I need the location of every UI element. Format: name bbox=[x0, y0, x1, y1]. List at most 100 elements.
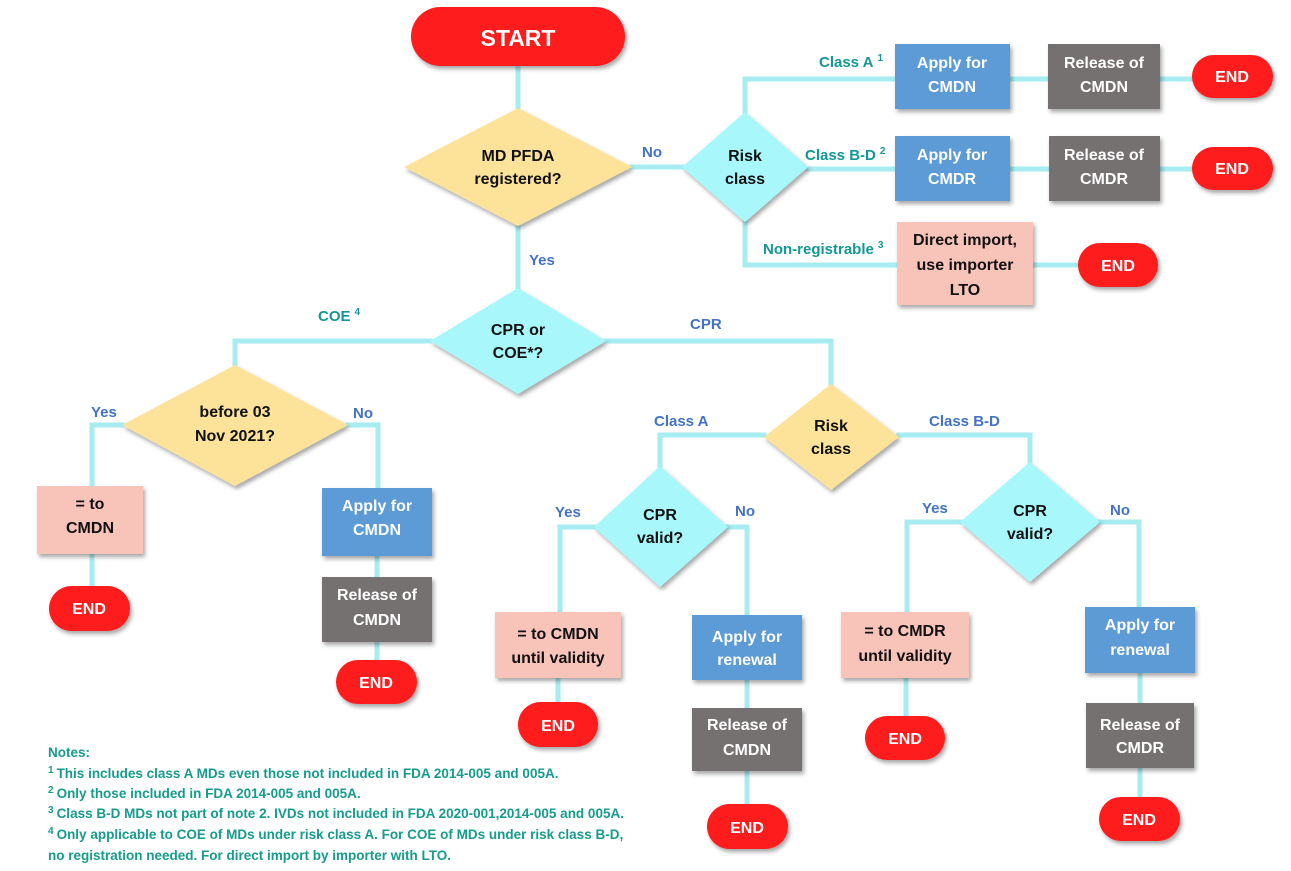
label-valid-a-yes: Yes bbox=[555, 504, 581, 521]
decision-risk-class-cpr-shape bbox=[764, 384, 899, 490]
process-equal-cmdr-until-validity-line1: = to CMDR bbox=[864, 623, 946, 640]
process-release-cmdr-top-line1: Release of bbox=[1064, 147, 1145, 164]
process-renewal-bd-shape bbox=[1085, 607, 1195, 673]
note-1-text: This includes class A MDs even those not… bbox=[57, 766, 559, 781]
end-terminal-9-label: END bbox=[1122, 812, 1156, 829]
connector-risk-cpr-class-a bbox=[657, 432, 767, 469]
note-4-sup: 4 bbox=[48, 826, 54, 837]
connector-valid-bd-yes bbox=[904, 519, 963, 615]
note-2-text: Only those included in FDA 2014-005 and … bbox=[57, 786, 361, 801]
end-terminal-7: END bbox=[707, 804, 788, 849]
connector-risk-top-class-a bbox=[742, 76, 898, 115]
end-terminal-6-label: END bbox=[541, 718, 575, 735]
label-class-bd: Class B-D bbox=[929, 413, 1000, 430]
decision-registered: MD PFDA registered? bbox=[404, 108, 632, 226]
decision-risk-class-cpr: Risk class bbox=[764, 384, 899, 490]
end-terminal-5-label: END bbox=[359, 675, 393, 692]
connector-before-no bbox=[345, 422, 381, 491]
connector-valid-a-yes bbox=[557, 524, 597, 615]
decision-risk-class-cpr-line1: Risk bbox=[814, 418, 848, 435]
label-non-registrable-text: Non-registrable bbox=[763, 241, 874, 258]
end-terminal-4: END bbox=[49, 586, 130, 631]
process-renewal-a-line1: Apply for bbox=[712, 629, 782, 646]
decision-risk-class-top-line1: Risk bbox=[728, 148, 762, 165]
process-apply-cmdn-top-shape bbox=[895, 44, 1010, 109]
connectors bbox=[89, 63, 1195, 807]
decision-risk-class-top: Risk class bbox=[682, 112, 808, 222]
process-release-cmdn-a-shape bbox=[692, 708, 802, 771]
process-release-cmdn-a-line2: CMDN bbox=[723, 742, 771, 759]
process-apply-cmdr-top: Apply for CMDR bbox=[895, 136, 1010, 201]
process-direct-import-line3: LTO bbox=[950, 282, 981, 299]
note-4-text: Only applicable to COE of MDs under risk… bbox=[57, 827, 624, 842]
label-class-a: Class A bbox=[654, 413, 709, 430]
process-release-cmdr-bd-shape bbox=[1086, 703, 1194, 768]
process-release-cmdn-top-line2: CMDN bbox=[1080, 79, 1128, 96]
label-valid-bd-no: No bbox=[1110, 502, 1130, 519]
process-release-cmdr-bd-line2: CMDR bbox=[1116, 740, 1164, 757]
decision-cpr-valid-bd-line2: valid? bbox=[1007, 526, 1053, 543]
process-direct-import-line2: use importer bbox=[917, 257, 1014, 274]
process-direct-import-shape bbox=[897, 222, 1033, 305]
process-direct-import-line1: Direct import, bbox=[913, 232, 1017, 249]
process-apply-cmdn-coe: Apply for CMDN bbox=[322, 488, 432, 556]
connector-risk-cpr-class-bd bbox=[896, 432, 1033, 469]
end-terminal-4-label: END bbox=[72, 601, 106, 618]
decision-cpr-or-coe-line2: COE*? bbox=[493, 345, 544, 362]
process-apply-cmdr-top-line2: CMDR bbox=[928, 171, 976, 188]
start-terminal: START bbox=[411, 7, 625, 66]
end-terminal-2-label: END bbox=[1215, 161, 1249, 178]
label-coe-text: COE bbox=[318, 308, 351, 325]
note-1-sup: 1 bbox=[48, 765, 54, 776]
end-terminal-5: END bbox=[336, 660, 417, 704]
end-terminal-6-shape bbox=[518, 702, 598, 747]
decision-cpr-valid-a: CPR valid? bbox=[594, 466, 728, 587]
process-renewal-a: Apply for renewal bbox=[692, 615, 802, 680]
process-equal-cmdr-until-validity: = to CMDR until validity bbox=[841, 612, 969, 678]
process-release-cmdn-coe-line2: CMDN bbox=[353, 612, 401, 629]
connector-cpr-coe-to-coe bbox=[232, 338, 433, 368]
process-release-cmdn-top-line1: Release of bbox=[1064, 55, 1145, 72]
label-cpr: CPR bbox=[690, 316, 722, 333]
process-renewal-bd-line2: renewal bbox=[1110, 642, 1170, 659]
end-terminal-1: END bbox=[1192, 55, 1273, 98]
label-no-registered: No bbox=[642, 144, 662, 161]
process-release-cmdr-bd-line1: Release of bbox=[1100, 717, 1181, 734]
decision-cpr-or-coe-line1: CPR or bbox=[491, 322, 545, 339]
note-3-sup: 3 bbox=[48, 805, 54, 816]
label-class-bd-top-sup: 2 bbox=[880, 146, 886, 157]
process-release-cmdn-a-line1: Release of bbox=[707, 717, 788, 734]
process-renewal-bd: Apply for renewal bbox=[1085, 607, 1195, 673]
decision-cpr-valid-a-shape bbox=[594, 466, 728, 587]
decision-registered-line1: MD PFDA bbox=[482, 148, 555, 165]
end-terminal-8: END bbox=[865, 716, 945, 760]
process-apply-cmdn-coe-shape bbox=[322, 488, 432, 556]
decision-before-date-line1: before 03 bbox=[199, 404, 270, 421]
note-2-sup: 2 bbox=[48, 785, 54, 796]
process-release-cmdn-coe-line1: Release of bbox=[337, 587, 418, 604]
process-equal-to-cmdn-shape bbox=[37, 486, 143, 554]
process-equal-cmdr-until-validity-line2: until validity bbox=[858, 648, 951, 665]
process-release-cmdn-a: Release of CMDN bbox=[692, 708, 802, 771]
process-equal-cmdn-until-validity: = to CMDN until validity bbox=[495, 612, 621, 678]
decision-before-date: before 03 Nov 2021? bbox=[122, 365, 348, 486]
process-release-cmdn-coe-shape bbox=[322, 577, 432, 642]
process-apply-cmdr-top-shape bbox=[895, 136, 1010, 201]
process-apply-cmdn-top: Apply for CMDN bbox=[895, 44, 1010, 109]
connector-valid-a-no bbox=[725, 524, 750, 618]
decision-cpr-valid-a-line1: CPR bbox=[643, 507, 677, 524]
decision-before-date-line2: Nov 2021? bbox=[195, 428, 275, 445]
process-release-cmdn-coe: Release of CMDN bbox=[322, 577, 432, 642]
label-coe-sup: 4 bbox=[355, 307, 361, 318]
note-4-continuation: no registration needed. For direct impor… bbox=[48, 848, 451, 863]
label-non-registrable-sup: 3 bbox=[878, 240, 884, 251]
process-apply-cmdn-top-line2: CMDN bbox=[928, 79, 976, 96]
